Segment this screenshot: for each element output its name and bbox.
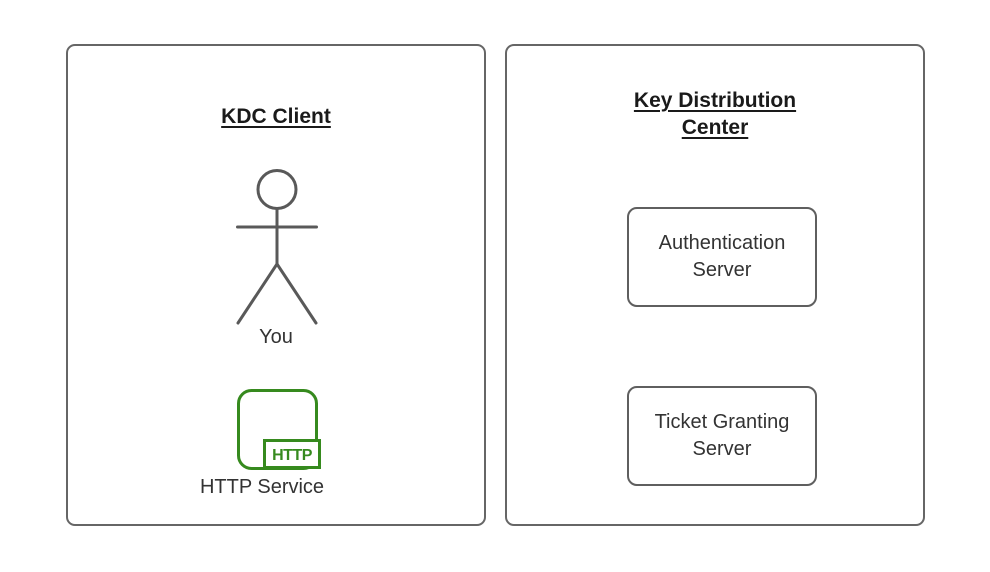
ticket-granting-server-label: Ticket Granting Server: [654, 411, 790, 460]
actor-label: You: [259, 326, 293, 348]
kdc-client-panel: KDC Client You HTTP HTTP Service: [66, 44, 486, 526]
authentication-server-label: Authentication Server: [658, 232, 786, 281]
http-service-icon: HTTP: [237, 389, 321, 470]
http-service-label: HTTP Service: [199, 476, 325, 498]
key-distribution-center-panel: Key Distribution Center Authentication S…: [505, 44, 925, 526]
key-distribution-center-title: Key Distribution Center: [633, 89, 797, 139]
person-actor-icon: [236, 169, 318, 325]
authentication-server-box: Authentication Server: [627, 207, 817, 307]
http-icon-text: HTTP: [272, 447, 313, 464]
ticket-granting-server-box: Ticket Granting Server: [627, 386, 817, 486]
kdc-client-title: KDC Client: [221, 105, 331, 128]
